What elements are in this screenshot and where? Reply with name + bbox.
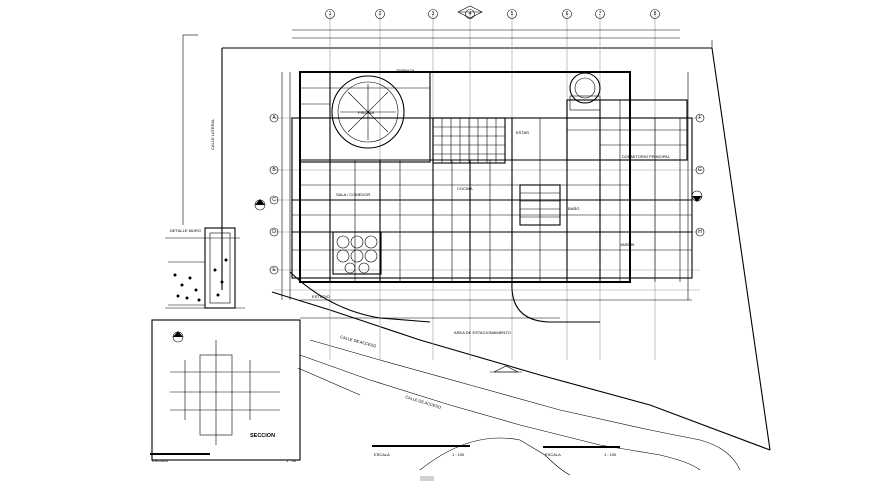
axis-bubble [375,9,385,19]
axis-label: 1 [329,11,332,17]
wall-detail: DETALLE MURO [165,227,245,309]
street-label: CALLE DE ACCESO [340,334,377,348]
site-boundary [182,34,771,451]
pool-label: PISCINA [358,110,374,115]
scale-bar: ESCALA 1 : 50 [150,453,297,463]
axis-bubble [695,113,705,123]
scale-value: 1 : 50 [286,458,297,463]
axis-bubble [269,113,279,123]
north-arrow-icon [457,5,483,19]
axis-label: F [698,115,701,121]
stair [519,184,561,226]
scale-value: 1 : 100 [452,452,465,457]
axis-label: 3 [432,11,435,17]
axis-bubble [269,227,279,237]
grid-axes [274,14,700,360]
axis-bubble [428,9,438,19]
pool: PISCINA [331,75,405,149]
axis-label: D [272,229,276,235]
axis-label: A [272,115,276,121]
axis-label: 8 [654,11,657,17]
axis-label: E [272,267,276,273]
scale-label: ESCALA [152,458,168,463]
axis-bubble [269,165,279,175]
access-road [271,291,771,476]
scale-label: ESCALA [374,452,390,457]
axis-bubble [695,165,705,175]
section-title: SECCION [250,433,275,439]
axis-label: 6 [566,11,569,17]
room-label: TERRAZA [396,68,415,73]
axis-bubble [269,195,279,205]
planter [569,72,601,111]
axis-bubble [562,9,572,19]
section-marker-icon [490,365,522,373]
axis-bubble [465,9,475,19]
room-label: ESTUDIO [312,294,330,299]
tile-grid-area [432,117,506,164]
room-label: COCINA [457,186,473,191]
axis-label: 7 [599,11,602,17]
detail-label: DETALLE MURO [170,228,201,233]
axis-label: G [698,167,702,173]
axis-bubble [325,9,335,19]
room-label: BAÑO [568,206,579,211]
scale-bar: ESCALA 1 : 100 [543,446,620,457]
room-labels: SALA / COMEDOR COCINA DORMITORIO PRINCIP… [312,68,671,335]
gravel-fill [173,258,228,302]
tree-cluster [332,231,382,275]
building-walls [291,71,693,283]
scale-value: 1 : 100 [604,452,617,457]
axis-label: B [272,167,276,173]
scale-label: ESCALA [545,452,561,457]
axis-bubble [650,9,660,19]
scroll-marker [420,476,434,481]
section-marker-icon [254,199,266,211]
axis-bubble [507,9,517,19]
axis-label: 5 [511,11,514,17]
room-label: JARDIN [620,242,635,247]
street-label: CALLE LATERAL [210,118,215,150]
axis-bubble [595,9,605,19]
axis-label: H [698,229,702,235]
top-axis-bubbles: 1 2 3 4 5 6 7 8 [325,9,660,19]
side-axis-bubbles: A B C D E F G H [269,113,705,275]
curved-walls [289,271,600,323]
axis-bubble [695,227,705,237]
axis-label: C [272,197,276,203]
room-label: AREA DE ESTACIONAMIENTO [454,330,511,335]
room-label: ESTAR [516,130,529,135]
axis-label: 4 [469,11,472,17]
axis-label: 2 [379,11,382,17]
section-detail-box: SECCION [151,319,301,461]
scale-bar: ESCALA 1 : 100 [372,445,470,457]
section-marker-icon [691,190,703,202]
room-label: SALA / COMEDOR [336,192,370,197]
dimension-lines [281,29,692,319]
axis-bubble [269,265,279,275]
room-label: DORMITORIO PRINCIPAL [622,154,671,159]
